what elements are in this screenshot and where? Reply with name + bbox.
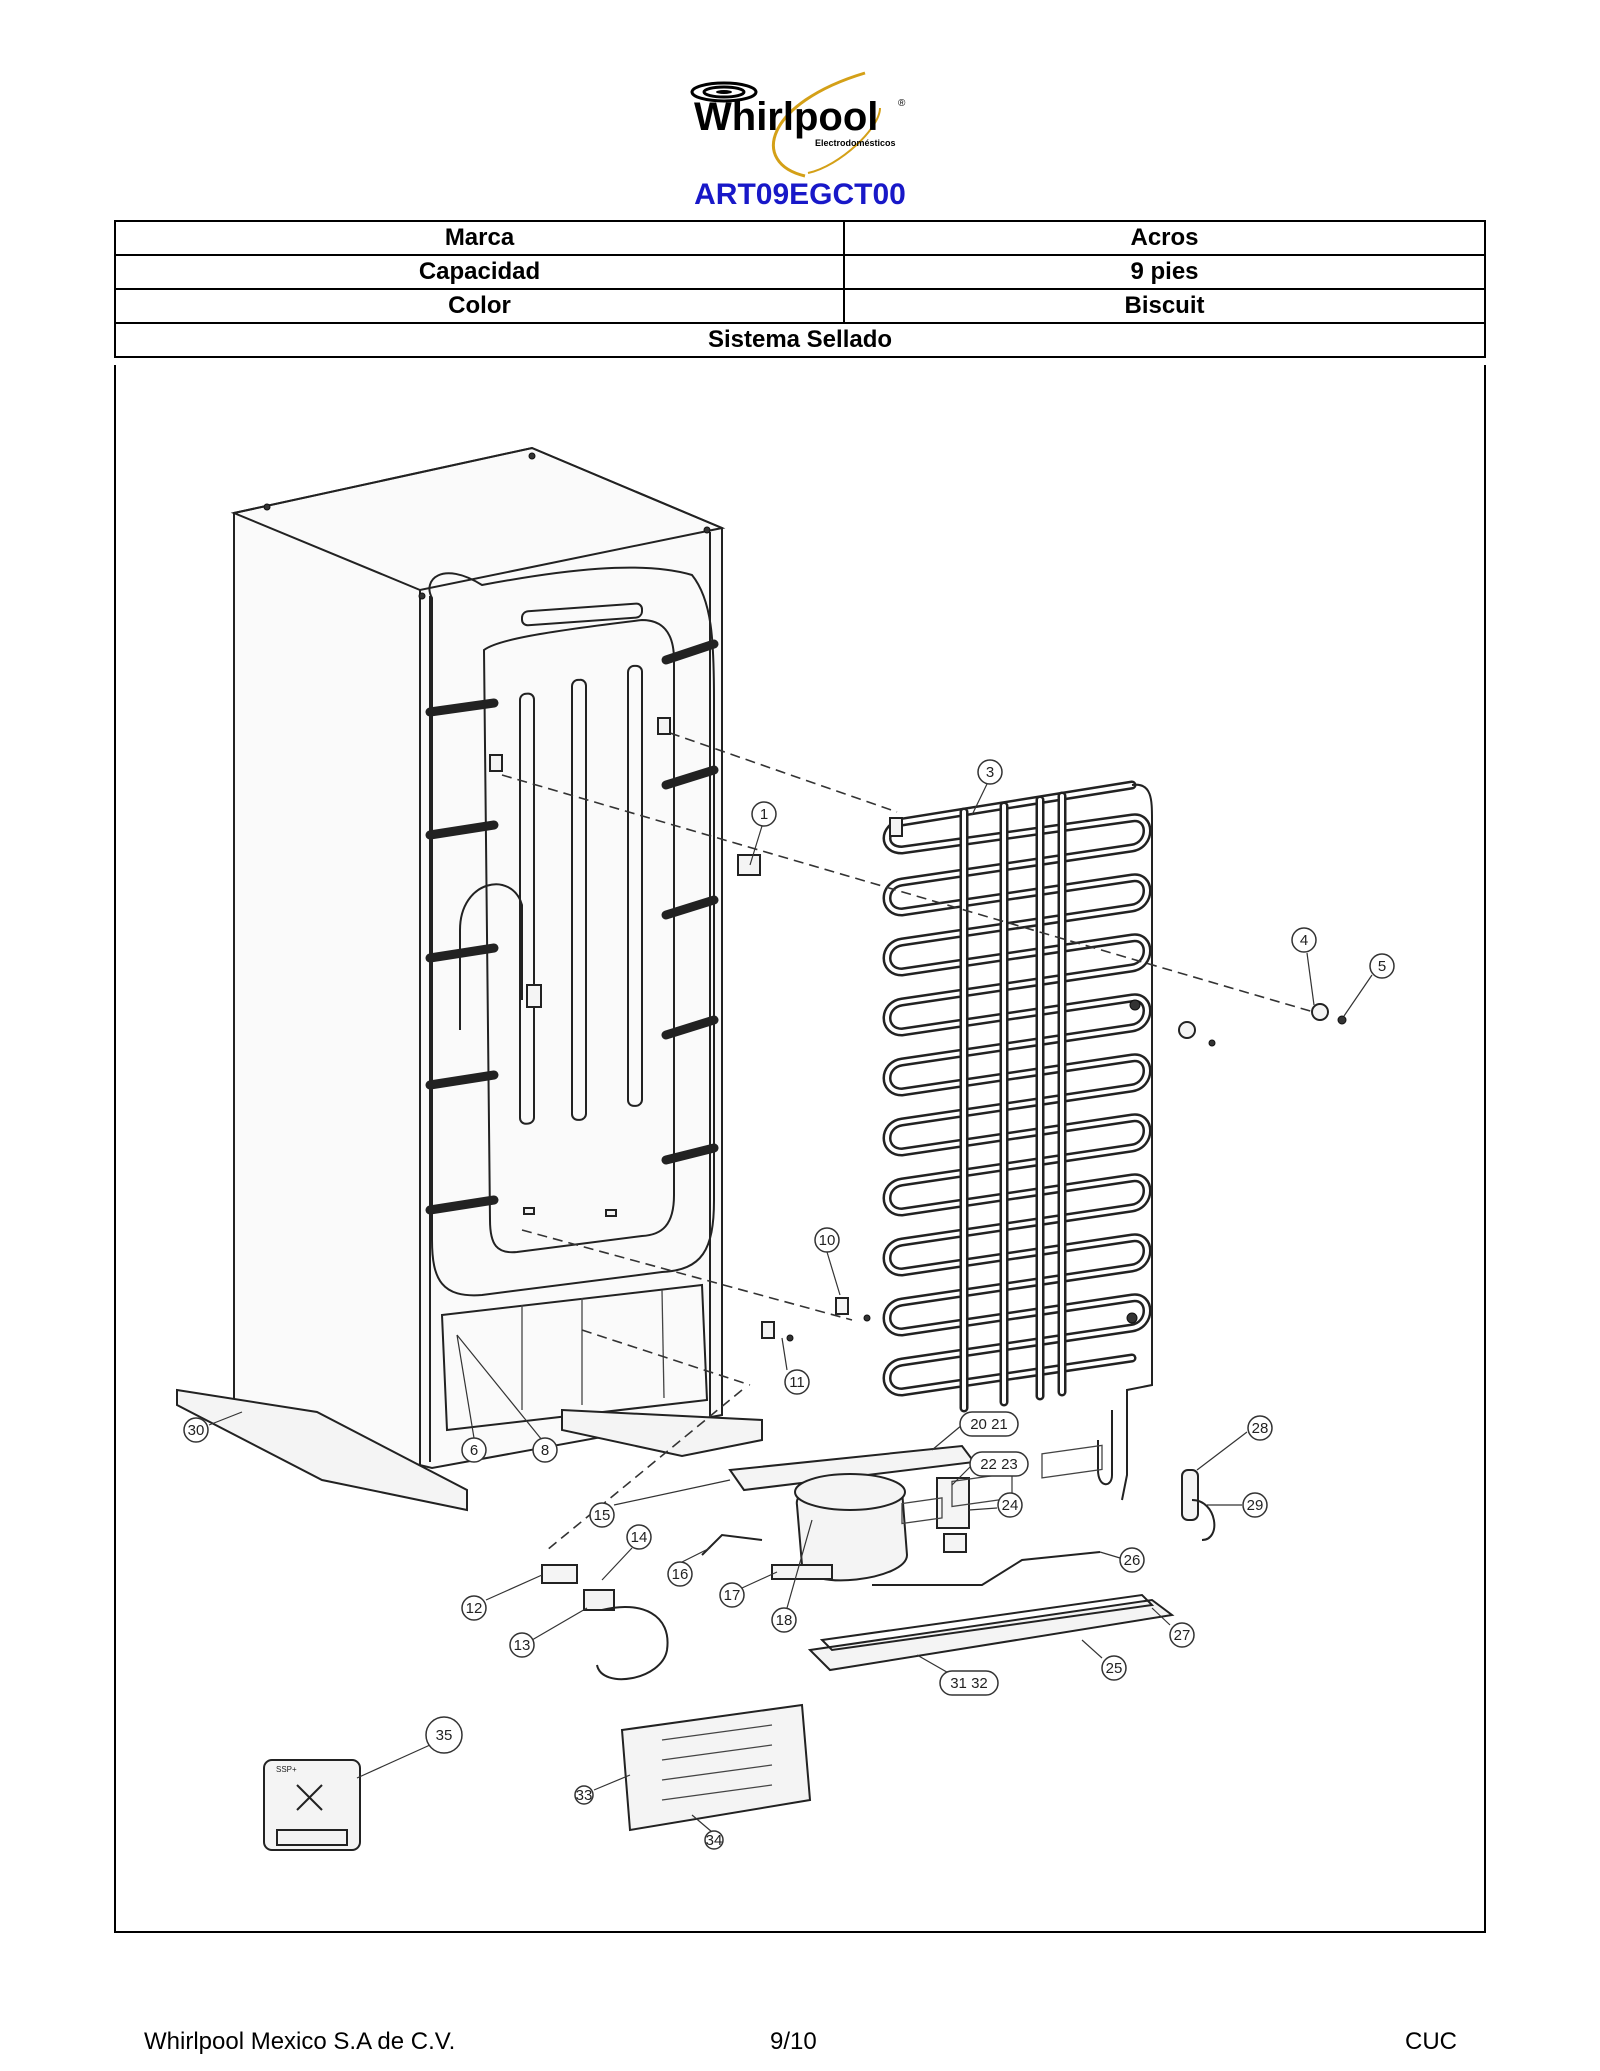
callout-28: 28 [1196, 1415, 1273, 1471]
callout-bubbles: 1 3 4 5 6 8 10 [183, 759, 1395, 1850]
section-title-row: Sistema Sellado [114, 322, 1486, 358]
svg-text:24: 24 [1002, 1497, 1019, 1514]
svg-text:14: 14 [631, 1529, 648, 1546]
spec-row: Marca Acros [114, 220, 1486, 256]
svg-text:11: 11 [789, 1374, 805, 1391]
callout-24: 24 [968, 1492, 1023, 1518]
exploded-parts-diagram: .ln { fill: none; stroke: #222; stroke-w… [176, 446, 1395, 1851]
svg-text:27: 27 [1174, 1627, 1191, 1644]
svg-text:5: 5 [1378, 958, 1386, 975]
svg-text:12: 12 [466, 1600, 483, 1617]
whirlpool-logo: Whirlpool ® Electrodomésticos [690, 71, 906, 178]
svg-text:1: 1 [760, 806, 768, 823]
diagram-frame: .ln { fill: none; stroke: #222; stroke-w… [114, 365, 1486, 1933]
footer-code: CUC [1405, 2028, 1457, 2055]
callout-20-21: 20 21 [931, 1411, 1019, 1451]
callout-33: 33 [574, 1774, 631, 1805]
callout-16: 16 [667, 1547, 711, 1587]
logo-subtext: Electrodomésticos [815, 138, 896, 148]
condenser-coil [882, 780, 1153, 1501]
svg-text:10: 10 [819, 1232, 836, 1249]
spec-value: Acros [843, 220, 1486, 256]
spec-label: Color [114, 288, 845, 324]
refrigerator-cabinet [176, 446, 763, 1512]
callout-17: 17 [719, 1571, 778, 1608]
footer-company: Whirlpool Mexico S.A de C.V. [144, 2028, 456, 2055]
callout-27: 27 [1151, 1607, 1195, 1648]
callout-22-23: 22 23 [951, 1451, 1029, 1486]
callout-26: 26 [1099, 1547, 1145, 1573]
svg-text:35: 35 [436, 1727, 453, 1744]
relay-cover [936, 1477, 970, 1529]
logo-registered-mark: ® [898, 98, 906, 109]
svg-text:8: 8 [541, 1442, 549, 1459]
svg-text:22 23: 22 23 [980, 1456, 1018, 1473]
svg-text:30: 30 [188, 1422, 205, 1439]
callout-31-32: 31 32 [916, 1654, 999, 1696]
callout-8: 8 [456, 1334, 558, 1463]
callout-18: 18 [771, 1519, 813, 1633]
spec-row: Color Biscuit [114, 288, 1486, 324]
svg-text:28: 28 [1252, 1420, 1269, 1437]
svg-text:3: 3 [986, 764, 994, 781]
compressor [771, 1473, 909, 1582]
svg-text:34: 34 [706, 1832, 723, 1849]
spec-row: Capacidad 9 pies [114, 254, 1486, 290]
compressor-base-plate [807, 1444, 1175, 1672]
callout-25: 25 [1081, 1639, 1127, 1681]
svg-text:15: 15 [594, 1507, 611, 1524]
spec-table: Marca Acros Capacidad 9 pies Color Biscu… [114, 220, 1486, 358]
footer-page-number: 9/10 [770, 2028, 817, 2055]
spec-label: Capacidad [114, 254, 845, 290]
ssp-relay-marking: SSP+ [276, 1765, 297, 1774]
wire-harness [596, 1605, 669, 1681]
ssp-relay: SSP+ [263, 1759, 361, 1851]
callout-35: 35 [356, 1716, 463, 1779]
section-title: Sistema Sellado [114, 322, 1486, 358]
callout-1: 1 [749, 801, 777, 866]
start-relay [541, 1564, 578, 1584]
callout-3: 3 [971, 759, 1003, 816]
svg-text:4: 4 [1300, 932, 1308, 949]
suction-tube [872, 1551, 1101, 1586]
model-title: ART09EGCT00 [694, 178, 906, 211]
overload-protector [583, 1589, 615, 1611]
svg-text:6: 6 [470, 1442, 478, 1459]
spec-value: 9 pies [843, 254, 1486, 290]
terminal-cover [943, 1533, 967, 1553]
callout-10: 10 [814, 1227, 841, 1296]
filter-dryer [1181, 1469, 1199, 1521]
condenser-guard [620, 1703, 812, 1832]
logo-wordmark: Whirlpool [694, 95, 878, 139]
callout-11: 11 [781, 1337, 810, 1395]
svg-text:18: 18 [776, 1612, 793, 1629]
callout-5: 5 [1343, 953, 1395, 1017]
svg-text:16: 16 [672, 1566, 689, 1583]
callout-12: 12 [461, 1574, 543, 1621]
cabinet-side-rails [425, 639, 719, 1215]
svg-text:25: 25 [1106, 1660, 1123, 1677]
svg-text:17: 17 [724, 1587, 741, 1604]
svg-text:26: 26 [1124, 1552, 1141, 1569]
callout-14: 14 [601, 1524, 652, 1581]
svg-text:20 21: 20 21 [970, 1416, 1008, 1433]
assembly-guide-lines [501, 732, 1318, 1551]
callout-4: 4 [1291, 927, 1317, 1006]
callout-6: 6 [456, 1334, 487, 1463]
svg-text:33: 33 [576, 1787, 593, 1804]
callout-30: 30 [183, 1411, 243, 1443]
callout-29: 29 [1207, 1492, 1268, 1518]
spec-label: Marca [114, 220, 845, 256]
svg-text:13: 13 [514, 1637, 531, 1654]
small-hardware [489, 717, 1347, 1342]
spec-value: Biscuit [843, 288, 1486, 324]
callout-13: 13 [509, 1607, 588, 1658]
callout-15: 15 [589, 1479, 731, 1528]
svg-text:29: 29 [1247, 1497, 1264, 1514]
svg-text:31 32: 31 32 [950, 1675, 988, 1692]
callout-34: 34 [691, 1814, 724, 1850]
